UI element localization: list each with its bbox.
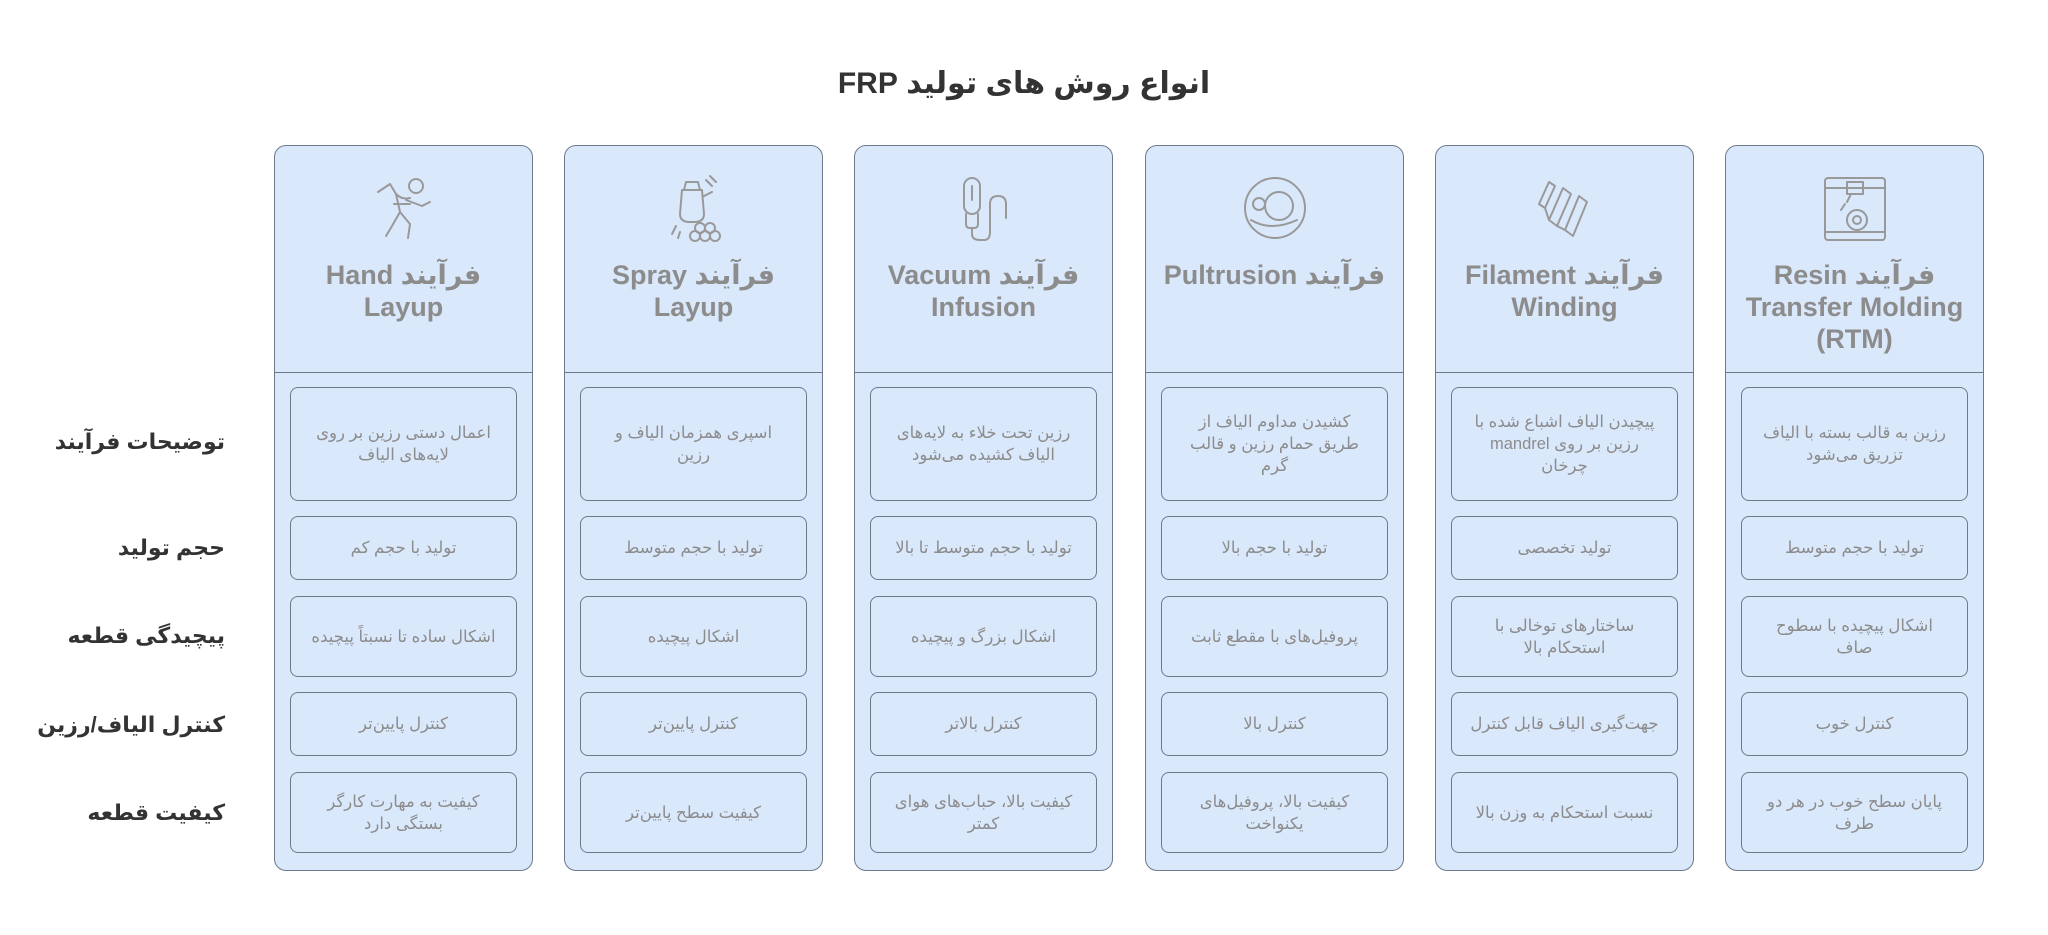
filament-winding-icon (1531, 174, 1599, 242)
cell-fiber-resin-control: کنترل پایین‌تر (580, 692, 807, 756)
column-title: فرآیند Hand Layup (325, 260, 482, 322)
pultrusion-die-icon (1241, 174, 1309, 242)
column-header: فرآیند Hand Layup (275, 146, 532, 373)
column-title: فرآیند Pultrusion (1163, 260, 1386, 290)
column-title: فرآیند Vacuum Infusion (887, 260, 1080, 322)
column-pultrusion: فرآیند Pultrusion کشیدن مداوم الیاف از ط… (1145, 145, 1404, 871)
cell-production-volume: تولید با حجم متوسط (580, 516, 807, 580)
cell-part-quality: پایان سطح خوب در هر دو طرف (1741, 772, 1968, 853)
cell-part-quality: کیفیت به مهارت کارگر بستگی دارد (290, 772, 517, 853)
column-header: فرآیند Pultrusion (1146, 146, 1403, 373)
cell-fiber-resin-control: کنترل بالاتر (870, 692, 1097, 756)
cell-fiber-resin-control: کنترل خوب (1741, 692, 1968, 756)
column-header: فرآیند Filament Winding (1436, 146, 1693, 373)
column-hand-layup: فرآیند Hand Layup اعمال دستی رزین بر روی… (274, 145, 533, 871)
cell-production-volume: تولید تخصصی (1451, 516, 1678, 580)
row-label-part-complexity: پیچیدگی قطعه (67, 623, 225, 648)
cell-process-description: رزین به قالب بسته با الیاف تزریق می‌شود (1741, 387, 1968, 501)
cell-production-volume: تولید با حجم متوسط (1741, 516, 1968, 580)
column-title: فرآیند Resin Transfer Molding (RTM) (1745, 260, 1964, 354)
cell-part-complexity: اشکال پیچیده با سطوح صاف (1741, 596, 1968, 677)
column-vacuum-infusion: فرآیند Vacuum Infusion رزین تحت خلاء به … (854, 145, 1113, 871)
column-header: فرآیند Resin Transfer Molding (RTM) (1726, 146, 1983, 373)
cell-part-quality: کیفیت بالا، پروفیل‌های یکنواخت (1161, 772, 1388, 853)
vacuum-bag-icon (950, 174, 1018, 242)
cell-process-description: کشیدن مداوم الیاف از طریق حمام رزین و قا… (1161, 387, 1388, 501)
cell-production-volume: تولید با حجم بالا (1161, 516, 1388, 580)
cell-fiber-resin-control: کنترل پایین‌تر (290, 692, 517, 756)
column-title: فرآیند Spray Layup (611, 260, 776, 322)
cell-process-description: اسپری همزمان الیاف و رزین (580, 387, 807, 501)
row-label-production-volume: حجم تولید (117, 535, 225, 560)
cell-process-description: اعمال دستی رزین بر روی لایه‌های الیاف (290, 387, 517, 501)
cell-fiber-resin-control: جهت‌گیری الیاف قابل کنترل (1451, 692, 1678, 756)
cell-part-complexity: اشکال پیچیده (580, 596, 807, 677)
column-filament-winding: فرآیند Filament Winding پیچیدن الیاف اشب… (1435, 145, 1694, 871)
row-label-part-quality: کیفیت قطعه (87, 800, 225, 825)
hand-layup-worker-icon (370, 174, 438, 242)
row-label-process-description: توضیحات فرآیند (54, 429, 225, 454)
resin-transfer-mold-icon (1821, 174, 1889, 242)
spray-gun-icon (660, 174, 728, 242)
cell-part-complexity: ساختارهای توخالی با استحکام بالا (1451, 596, 1678, 677)
column-header: فرآیند Vacuum Infusion (855, 146, 1112, 373)
diagram-title: انواع روش های تولید FRP (837, 67, 1211, 100)
cell-part-complexity: پروفیل‌های با مقطع ثابت (1161, 596, 1388, 677)
cell-process-description: پیچیدن الیاف اشباع شده با رزین بر روی ma… (1451, 387, 1678, 501)
row-label-fiber-resin-control: کنترل الیاف/رزین (37, 712, 225, 737)
column-title: فرآیند Filament Winding (1464, 260, 1665, 322)
cell-part-quality: کیفیت سطح پایین‌تر (580, 772, 807, 853)
cell-part-complexity: اشکال بزرگ و پیچیده (870, 596, 1097, 677)
column-header: فرآیند Spray Layup (565, 146, 822, 373)
cell-process-description: رزین تحت خلاء به لایه‌های الیاف کشیده می… (870, 387, 1097, 501)
cell-part-quality: نسبت استحکام به وزن بالا (1451, 772, 1678, 853)
cell-production-volume: تولید با حجم متوسط تا بالا (870, 516, 1097, 580)
cell-production-volume: تولید با حجم کم (290, 516, 517, 580)
cell-part-complexity: اشکال ساده تا نسبتاً پیچیده (290, 596, 517, 677)
cell-part-quality: کیفیت بالا، حباب‌های هوای کمتر (870, 772, 1097, 853)
column-resin-transfer-molding: فرآیند Resin Transfer Molding (RTM) رزین… (1725, 145, 1984, 871)
column-spray-layup: فرآیند Spray Layup اسپری همزمان الیاف و … (564, 145, 823, 871)
cell-fiber-resin-control: کنترل بالا (1161, 692, 1388, 756)
